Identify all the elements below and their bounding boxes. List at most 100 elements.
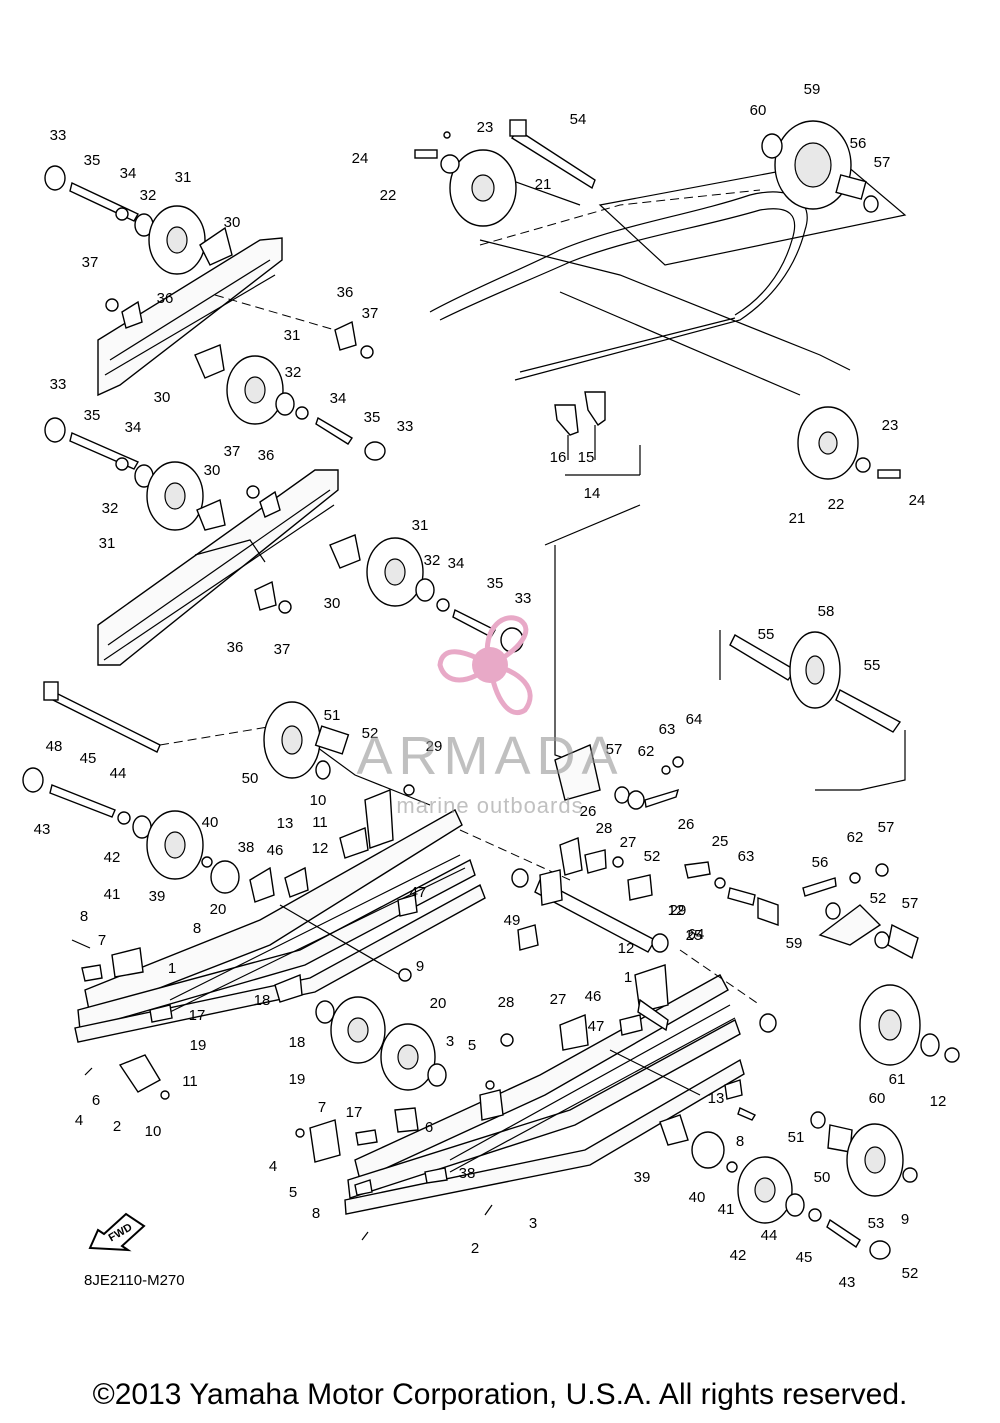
callout-11: 11 [312,814,328,831]
callout-10: 10 [145,1123,162,1140]
callout-45: 45 [796,1249,813,1266]
callout-45: 45 [80,750,97,767]
callout-30: 30 [204,462,221,479]
callout-61: 61 [889,1071,906,1088]
callout-43: 43 [34,821,51,838]
callout-27: 27 [620,834,637,851]
leader-lines [159,294,906,806]
callout-35: 35 [487,575,504,592]
rear-wheel-50 [263,701,415,796]
callout-27: 27 [550,991,567,1008]
callout-31: 31 [175,169,192,186]
callout-19: 19 [289,1071,306,1088]
callout-46: 46 [585,988,602,1005]
callout-4: 4 [75,1112,83,1129]
callout-42: 42 [730,1247,747,1264]
callout-8: 8 [80,908,88,925]
callout-26: 26 [678,816,695,833]
left-slide-rail [74,809,486,1043]
callout-3: 3 [529,1215,537,1232]
callout-64: 64 [688,926,705,943]
callout-33: 33 [50,127,67,144]
callout-47: 47 [588,1018,605,1035]
callout-19: 19 [190,1037,207,1054]
callout-29: 29 [670,902,687,919]
callout-40: 40 [689,1189,706,1206]
middle-left-rail [97,469,339,666]
callout-8: 8 [193,920,201,937]
callout-62: 62 [847,829,864,846]
right-slide-rail [344,974,745,1215]
callout-17: 17 [346,1104,363,1121]
callout-37: 37 [362,305,379,322]
callout-17: 17 [189,1007,206,1024]
callout-32: 32 [285,364,302,381]
callout-64: 64 [686,711,703,728]
callout-37: 37 [82,254,99,271]
shaft-48 [43,681,161,753]
callout-36: 36 [157,290,174,307]
copyright-notice: ©2013 Yamaha Motor Corporation, U.S.A. A… [92,1378,908,1411]
callout-57: 57 [902,895,919,912]
upper-left-rail [97,237,283,397]
callout-31: 31 [284,327,301,344]
callout-1: 1 [168,960,176,977]
callout-36: 36 [258,447,275,464]
callout-18: 18 [289,1034,306,1051]
callout-12: 12 [930,1093,947,1110]
callout-55: 55 [864,657,881,674]
callout-9: 9 [416,958,424,975]
callout-59: 59 [786,935,803,952]
callout-38: 38 [459,1165,476,1182]
callout-52: 52 [902,1265,919,1282]
callout-36: 36 [337,284,354,301]
callout-39: 39 [634,1169,651,1186]
callout-11: 11 [182,1073,198,1090]
callout-2: 2 [113,1118,121,1135]
callout-63: 63 [738,848,755,865]
track-belt [429,159,907,396]
callout-21: 21 [535,176,552,193]
callout-55: 55 [758,626,775,643]
rear-wheel-59 [761,120,879,213]
callout-9: 9 [901,1211,909,1228]
callout-35: 35 [84,152,101,169]
callout-18: 18 [254,992,271,1009]
callout-8: 8 [736,1133,744,1150]
callout-51: 51 [788,1129,805,1146]
callout-56: 56 [850,135,867,152]
callout-8: 8 [312,1205,320,1222]
lower-parts [22,767,960,1260]
callout-53: 53 [868,1215,885,1232]
callout-40: 40 [202,814,219,831]
callout-44: 44 [761,1227,778,1244]
callout-22: 22 [828,496,845,513]
callout-38: 38 [238,839,255,856]
callout-36: 36 [227,639,244,656]
callout-12: 12 [618,940,635,957]
callout-60: 60 [869,1090,886,1107]
callout-44: 44 [110,765,127,782]
callout-37: 37 [224,443,241,460]
callout-30: 30 [324,595,341,612]
upper-idler-wheel [414,131,517,227]
upper-wheels [44,165,386,461]
callout-16: 16 [550,449,567,466]
callout-34: 34 [448,555,465,572]
fwd-arrow-icon: FWD [86,1208,148,1254]
callout-25: 25 [712,833,729,850]
callout-59: 59 [804,81,821,98]
callout-34: 34 [125,419,142,436]
callout-4: 4 [269,1158,277,1175]
callout-13: 13 [277,815,294,832]
callout-23: 23 [477,119,494,136]
callout-31: 31 [99,535,116,552]
lower-idler-wheel [797,406,901,480]
callout-52: 52 [870,890,887,907]
callout-43: 43 [839,1274,856,1291]
callout-24: 24 [352,150,369,167]
callout-35: 35 [364,409,381,426]
callout-20: 20 [430,995,447,1012]
